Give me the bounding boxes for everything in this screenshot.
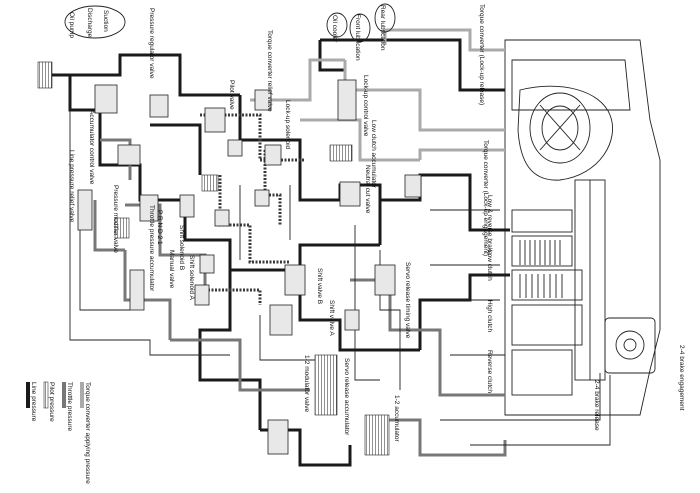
legend-swatch	[80, 382, 84, 408]
legend-label: Line pressure	[30, 382, 37, 422]
legend-label: Throttle pressure	[66, 382, 73, 432]
shift-valve-a	[269, 304, 293, 336]
servo-release-timing-valve	[374, 264, 396, 296]
label-prnd21: P R N D 2 1	[156, 210, 163, 245]
label-pressure-regulator-valve: Pressure regulator valve	[148, 8, 155, 79]
label-pressure-modifier-valve: Pressure modifier valve	[112, 185, 119, 253]
shift-solenoid-a	[194, 284, 210, 306]
modulator-valve-12	[267, 419, 289, 455]
throttle-pressure-accumulator	[114, 217, 130, 239]
legend-label: Pilot pressure	[48, 382, 55, 422]
pilot-valve	[204, 107, 226, 133]
transmission-housing	[504, 39, 661, 416]
clutch-plates	[519, 240, 561, 265]
legend-swatch	[62, 382, 66, 408]
label-servo-release-accumulator: Servo release accumulator	[343, 358, 350, 436]
label-torque-converter-engagement: Torque converter (Lock-up engagement)	[482, 140, 489, 256]
label-lock-up-control-valve: Lock-up control valve	[362, 75, 369, 137]
manual-valve	[129, 269, 145, 311]
label-line-pressure-relief-valve: Line pressure relief valve	[68, 150, 75, 223]
label-accumulator-12: 1-2 accumulator	[393, 395, 400, 442]
label-rear-lubrication: Rear lubrication	[379, 5, 386, 51]
lock-up-solenoid	[264, 144, 282, 166]
servo-release-accumulator	[314, 354, 338, 416]
legend-item-pilot-pressure: Pilot pressure	[43, 381, 55, 422]
label-brake-release: 2-4 brake release	[593, 380, 600, 431]
legend-item-throttle-pressure: Throttle pressure	[62, 382, 73, 432]
lock-up-control-valve	[337, 79, 357, 121]
legend-item-line-pressure: Line pressure	[26, 382, 37, 422]
label-servo-release-timing-valve: Servo release timing valve	[404, 262, 411, 339]
neutral-cut-valve	[339, 181, 361, 207]
components	[37, 61, 422, 456]
label-throttle-pressure-accumulator: Throttle pressure accumulator	[148, 205, 155, 292]
label-discharge: Discharge	[86, 8, 93, 38]
oil-pump-outline	[64, 5, 126, 39]
label-front-lubrication: Front lubrication	[354, 14, 361, 61]
label-shift-valve-a: Shift valve A	[328, 300, 335, 336]
clutch-plates-2	[519, 274, 563, 298]
legend-swatch	[26, 382, 30, 408]
label-torque-converter-relief-valve: Torque converter relief valve	[266, 30, 273, 112]
label-low-clutch-accumulator: Low clutch accumulator	[370, 120, 377, 189]
label-neutral-cut-valve: Neutral cut valve	[364, 165, 371, 214]
low-clutch-accumulator	[329, 144, 353, 162]
label-low-reverse-brake: Low & reverse brake	[486, 195, 493, 255]
label-torque-converter-release: Torque converter (Lock-up release)	[478, 4, 485, 105]
label-high-clutch: High clutch	[486, 300, 493, 333]
label-accumulator-control-valve: Accumulator control valve	[88, 110, 95, 185]
legend-label: Torque converter applying pressure	[84, 382, 91, 484]
label-suction: Suction	[102, 10, 109, 32]
line-pressure-relief-valve	[77, 189, 93, 231]
pressure-modifier-valve	[139, 194, 159, 222]
label-shift-solenoid-b: Shift solenoid B	[178, 225, 185, 270]
label-manual-valve: Manual valve	[168, 250, 175, 289]
label-modulator-valve: 1-2 modulator valve	[303, 355, 310, 412]
labels: Oil pump Discharge Suction Pressure regu…	[64, 3, 685, 442]
shift-valve-b	[284, 264, 306, 296]
label-reverse-clutch: Reverse clutch	[486, 350, 493, 393]
pressure-regulator-valve	[94, 84, 118, 114]
label-shift-valve-b: Shift valve B	[316, 268, 323, 304]
accumulator-control-valve	[117, 144, 141, 166]
label-low-clutch: Low clutch	[486, 250, 493, 281]
legend-item-torque-converter-pressure: Torque converter applying pressure	[80, 382, 91, 484]
shift-solenoid-b	[199, 254, 215, 274]
label-lock-up-solenoid: Lock-up solenoid	[284, 100, 291, 150]
legend: Line pressure Pilot pressure Throttle pr…	[26, 381, 91, 484]
label-pilot-valve: Pilot valve	[228, 80, 235, 110]
torque-converter-relief-valve	[254, 89, 272, 111]
label-oil-pump: Oil pump	[68, 12, 75, 38]
accumulator-12	[364, 414, 390, 456]
label-oil-cooler: Oil cooler	[331, 15, 338, 43]
legend-swatch	[43, 381, 49, 409]
oil-strainer	[37, 61, 53, 89]
label-shift-solenoid-a: Shift solenoid A	[188, 255, 195, 300]
label-brake-engagement: 2-4 brake engagement	[678, 345, 685, 411]
